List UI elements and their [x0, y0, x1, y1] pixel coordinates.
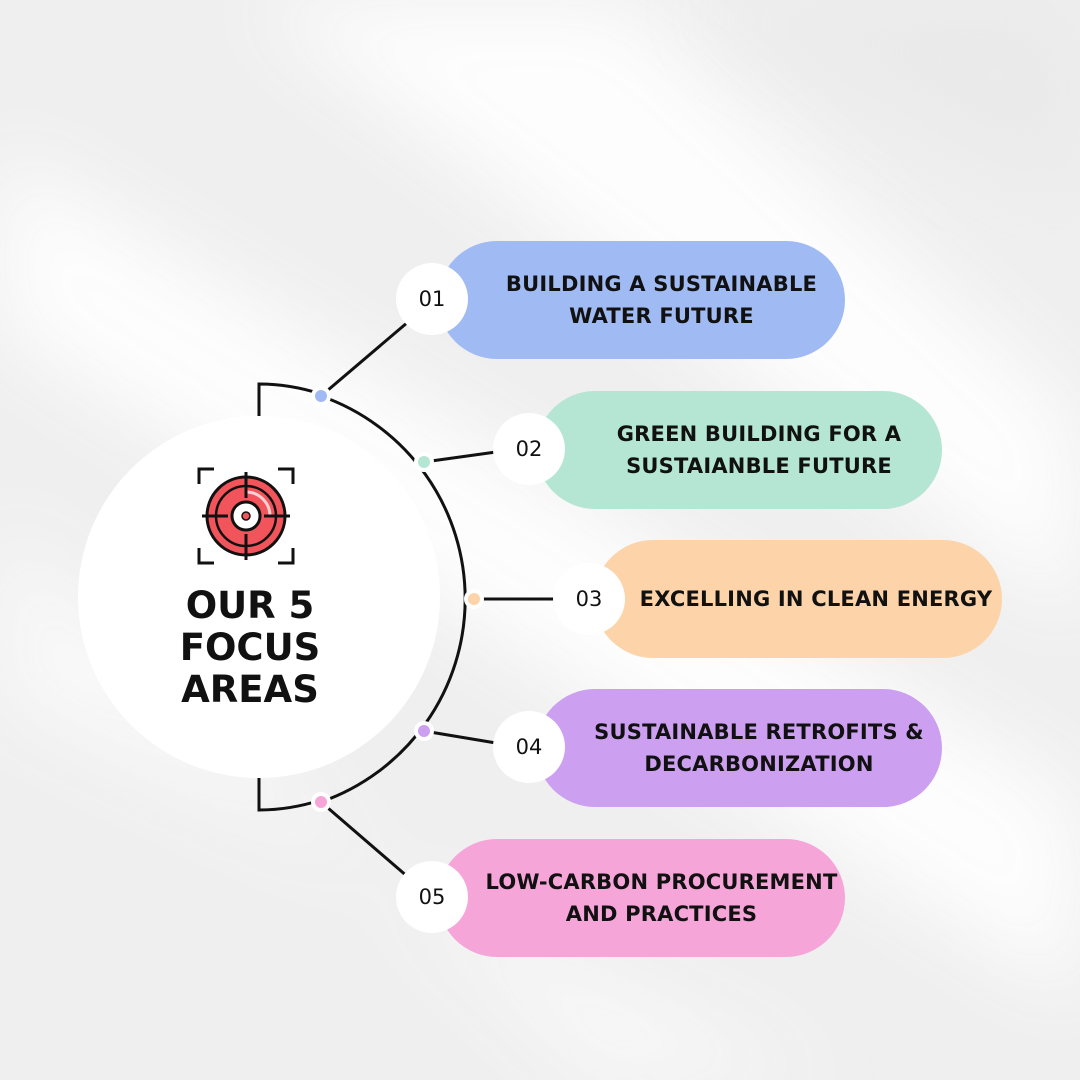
title-line-3: AREAS — [181, 668, 319, 711]
focus-area-label: GREEN BUILDING FOR A SUSTAIANBLE FUTURE — [616, 422, 902, 478]
title-line-1: OUR 5 — [185, 584, 315, 627]
target-icon — [197, 467, 295, 565]
focus-area-label: LOW-CARBON PROCUREMENT AND PRACTICES — [485, 870, 838, 926]
focus-area-01: BUILDING A SUSTAINABLE WATER FUTURE — [438, 241, 845, 359]
focus-area-03: EXCELLING IN CLEAN ENERGY — [594, 540, 1002, 658]
focus-area-label: SUSTAINABLE RETROFITS & DECARBONIZATION — [594, 720, 924, 776]
area-number-05: 05 — [396, 861, 468, 933]
page-title: OUR 5 FOCUS AREAS — [150, 585, 350, 711]
focus-area-02: GREEN BUILDING FOR A SUSTAIANBLE FUTURE — [536, 391, 942, 509]
title-line-2: FOCUS — [179, 626, 321, 669]
focus-area-05: LOW-CARBON PROCUREMENT AND PRACTICES — [438, 839, 845, 957]
focus-area-label: BUILDING A SUSTAINABLE WATER FUTURE — [505, 272, 818, 328]
spoke-04 — [423, 729, 497, 745]
focus-area-label: EXCELLING IN CLEAN ENERGY — [639, 587, 993, 611]
focus-area-04: SUSTAINABLE RETROFITS & DECARBONIZATION — [536, 689, 942, 807]
area-number-03: 03 — [553, 563, 625, 635]
area-number-01: 01 — [396, 263, 468, 335]
area-number-04: 04 — [493, 711, 565, 783]
spoke-01 — [320, 320, 409, 398]
area-number-02: 02 — [493, 413, 565, 485]
spoke-02 — [423, 450, 497, 464]
spoke-05 — [320, 800, 409, 879]
